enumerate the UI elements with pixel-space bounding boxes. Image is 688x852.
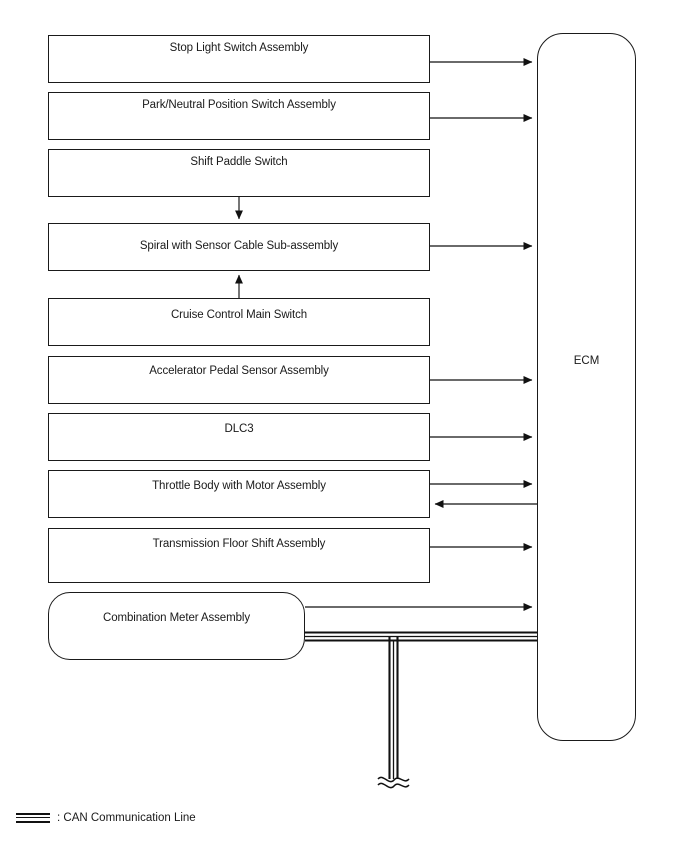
node-ecm[interactable] <box>537 33 636 741</box>
node-label-spiral-sensor-cable: Spiral with Sensor Cable Sub-assembly <box>139 240 339 252</box>
legend: : CAN Communication Line <box>16 812 196 824</box>
node-dlc3[interactable] <box>48 413 430 461</box>
node-combination-meter[interactable] <box>48 592 305 660</box>
can-bus-horizontal <box>305 631 537 642</box>
node-accelerator-pedal-sensor[interactable] <box>48 356 430 404</box>
legend-label: : CAN Communication Line <box>57 812 196 824</box>
node-label-cruise-control-switch: Cruise Control Main Switch <box>170 309 308 321</box>
node-label-dlc3: DLC3 <box>224 423 254 435</box>
node-stop-light-switch[interactable] <box>48 35 430 83</box>
node-cruise-control-switch[interactable] <box>48 298 430 346</box>
can-bus-vertical-branch <box>388 636 399 779</box>
node-transmission-floor-shift[interactable] <box>48 528 430 583</box>
node-label-transmission-floor-shift: Transmission Floor Shift Assembly <box>152 538 326 550</box>
node-label-accelerator-pedal-sensor: Accelerator Pedal Sensor Assembly <box>149 365 329 377</box>
node-label-combination-meter: Combination Meter Assembly <box>103 612 250 624</box>
node-label-ecm: ECM <box>573 355 600 367</box>
can-communication-line-icon <box>16 812 50 824</box>
node-label-stop-light-switch: Stop Light Switch Assembly <box>169 42 309 54</box>
node-spiral-sensor-cable[interactable] <box>48 223 430 271</box>
node-park-neutral-switch[interactable] <box>48 92 430 140</box>
node-label-park-neutral-switch: Park/Neutral Position Switch Assembly <box>142 99 336 111</box>
node-shift-paddle-switch[interactable] <box>48 149 430 197</box>
node-label-throttle-body: Throttle Body with Motor Assembly <box>152 480 326 492</box>
node-throttle-body[interactable] <box>48 470 430 518</box>
node-label-shift-paddle-switch: Shift Paddle Switch <box>190 156 288 168</box>
can-line-break-symbol <box>377 776 410 789</box>
